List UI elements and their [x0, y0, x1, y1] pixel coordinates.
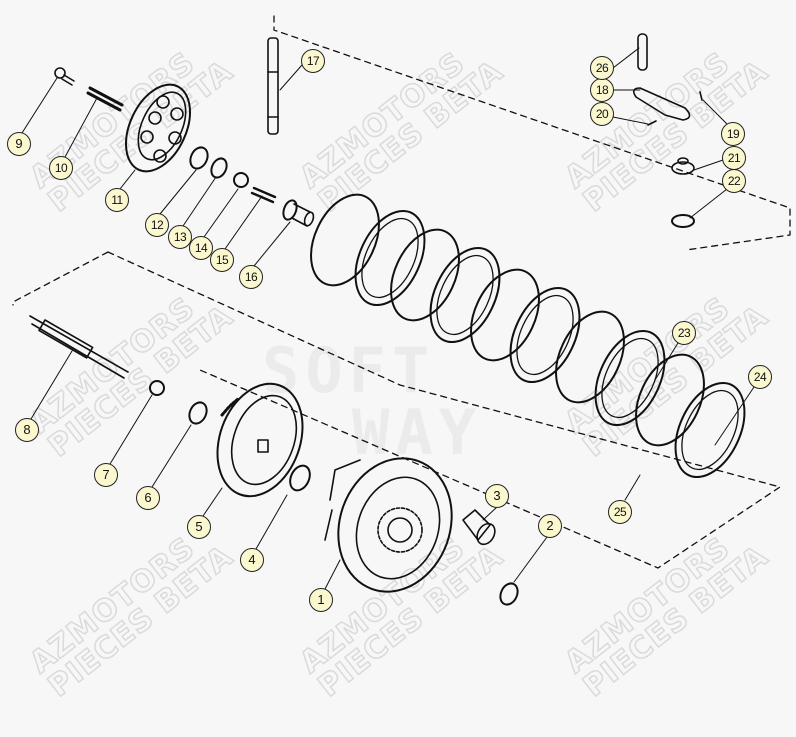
dashed-axis-lower: [12, 251, 109, 306]
callout-5[interactable]: 5: [187, 515, 211, 539]
part-2-washer-icon: [499, 582, 519, 606]
callout-6[interactable]: 6: [136, 486, 160, 510]
callout-4[interactable]: 4: [240, 548, 264, 572]
part-22-washer-icon: [671, 214, 695, 228]
callout-25[interactable]: 25: [608, 500, 632, 524]
part-7-nut-icon: [149, 380, 165, 396]
part-21-bushing-icon: [671, 157, 695, 175]
part-17-push-rod-icon: [267, 37, 279, 135]
callout-3[interactable]: 3: [485, 484, 509, 508]
callout-24[interactable]: 24: [748, 365, 772, 389]
part-26-pin-icon: [637, 33, 648, 71]
clutch-disc-stack-icon: [310, 193, 746, 479]
part-16-pusher-icon: [282, 199, 315, 227]
callout-16[interactable]: 16: [239, 265, 263, 289]
callout-8[interactable]: 8: [15, 418, 39, 442]
part-8-shaft-icon: [29, 315, 129, 379]
part-12-seal-icon: [189, 146, 209, 170]
callout-14[interactable]: 14: [189, 236, 213, 260]
leader-lines: [21, 47, 755, 590]
part-9-bolt-icon: [54, 67, 75, 86]
part-18-lever-icon: [632, 87, 691, 121]
part-20-screw-icon: [647, 120, 657, 126]
part-5-clutch-hub-icon: [216, 382, 304, 498]
part-19-screw-icon: [699, 91, 703, 101]
part-10-spring-icon: [86, 86, 124, 112]
part-1-clutch-basket-icon: [324, 457, 453, 593]
part-11-pressure-plate-icon: [125, 83, 191, 173]
part-13-bearing-icon: [210, 157, 228, 179]
callout-10[interactable]: 10: [49, 156, 73, 180]
callout-1[interactable]: 1: [309, 588, 333, 612]
callout-7[interactable]: 7: [94, 463, 118, 487]
part-14-nut-icon: [233, 172, 249, 188]
part-6-washer-icon: [188, 401, 208, 425]
part-4-washer-icon: [289, 464, 311, 492]
callout-13[interactable]: 13: [168, 225, 192, 249]
callout-26[interactable]: 26: [590, 56, 614, 80]
callout-12[interactable]: 12: [145, 213, 169, 237]
callout-11[interactable]: 11: [105, 188, 129, 212]
part-15-stud-icon: [250, 186, 277, 204]
dashed-axis-upper: [273, 15, 791, 251]
callout-22[interactable]: 22: [722, 169, 746, 193]
callout-15[interactable]: 15: [210, 248, 234, 272]
callout-17[interactable]: 17: [301, 49, 325, 73]
callout-18[interactable]: 18: [590, 78, 614, 102]
callout-20[interactable]: 20: [590, 102, 614, 126]
part-3-bushing-icon: [462, 509, 496, 546]
callout-23[interactable]: 23: [672, 321, 696, 345]
callout-19[interactable]: 19: [721, 122, 745, 146]
callout-9[interactable]: 9: [7, 132, 31, 156]
callout-2[interactable]: 2: [538, 514, 562, 538]
callout-21[interactable]: 21: [722, 146, 746, 170]
